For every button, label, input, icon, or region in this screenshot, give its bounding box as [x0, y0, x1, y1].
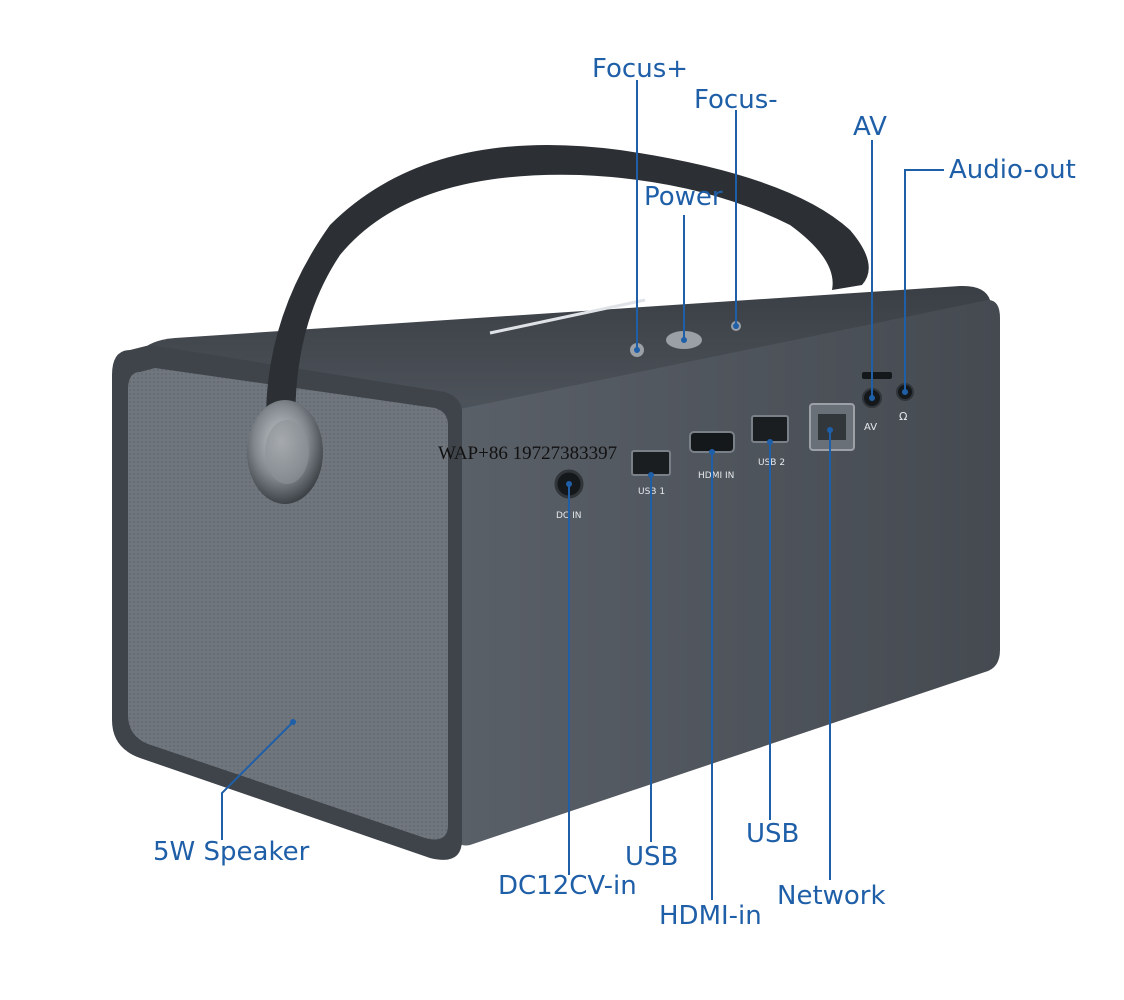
sd-slot[interactable] [862, 372, 892, 379]
speaker-grille [128, 368, 448, 840]
leader-dots [290, 323, 908, 725]
front-panel [455, 300, 1000, 846]
usb2-port[interactable] [751, 415, 789, 443]
callout-focus-minus: Focus- [694, 85, 778, 115]
callout-speaker: 5W Speaker [153, 837, 310, 867]
headphone-port-label: Ω [899, 410, 907, 423]
callout-focus-plus: Focus+ [592, 54, 689, 84]
callout-av: AV [853, 112, 887, 142]
av-port-label: AV [864, 422, 877, 433]
callout-audio-out: Audio-out [949, 155, 1076, 185]
watermark-text: WAP+86 19727383397 [438, 443, 618, 464]
hdmi-port-label: HDMI IN [698, 471, 734, 481]
usb1-port[interactable] [631, 450, 671, 476]
callout-dc-in: DC12CV-in [498, 871, 637, 901]
callout-power: Power [644, 182, 723, 212]
callout-usb-right: USB [746, 819, 800, 849]
light-bar [489, 298, 646, 335]
callout-network: Network [777, 881, 886, 911]
leader-lines [221, 80, 944, 900]
usb2-port-label: USB 2 [758, 458, 785, 468]
callout-usb-left: USB [625, 842, 679, 872]
callout-hdmi-in: HDMI-in [659, 901, 762, 931]
